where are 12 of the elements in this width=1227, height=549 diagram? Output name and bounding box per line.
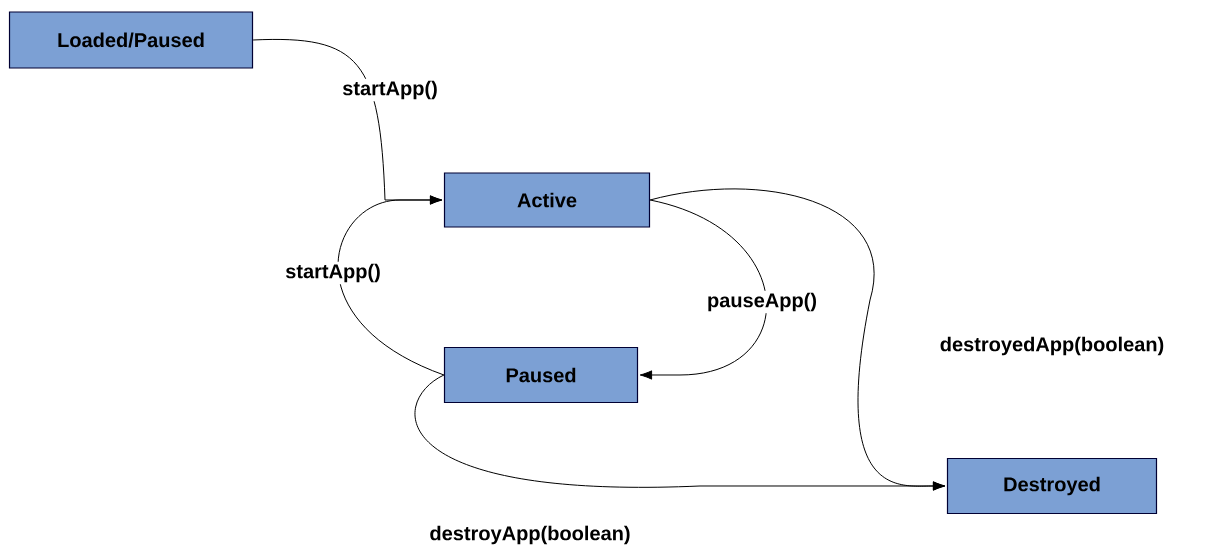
edge-label: startApp()	[340, 78, 440, 102]
edge-label: pauseApp()	[705, 290, 819, 314]
edge-label: destroyApp(boolean)	[427, 523, 633, 547]
state-box: Loaded/Paused	[8, 11, 254, 69]
edge-label: destroyedApp(boolean)	[937, 334, 1167, 358]
state-box: Destroyed	[946, 457, 1158, 515]
arrow	[414, 374, 946, 491]
state-box: Paused	[443, 346, 639, 404]
state-box: Active	[443, 172, 651, 228]
arrow	[639, 199, 767, 380]
arrow	[337, 195, 445, 376]
edge-label: startApp()	[283, 261, 383, 285]
